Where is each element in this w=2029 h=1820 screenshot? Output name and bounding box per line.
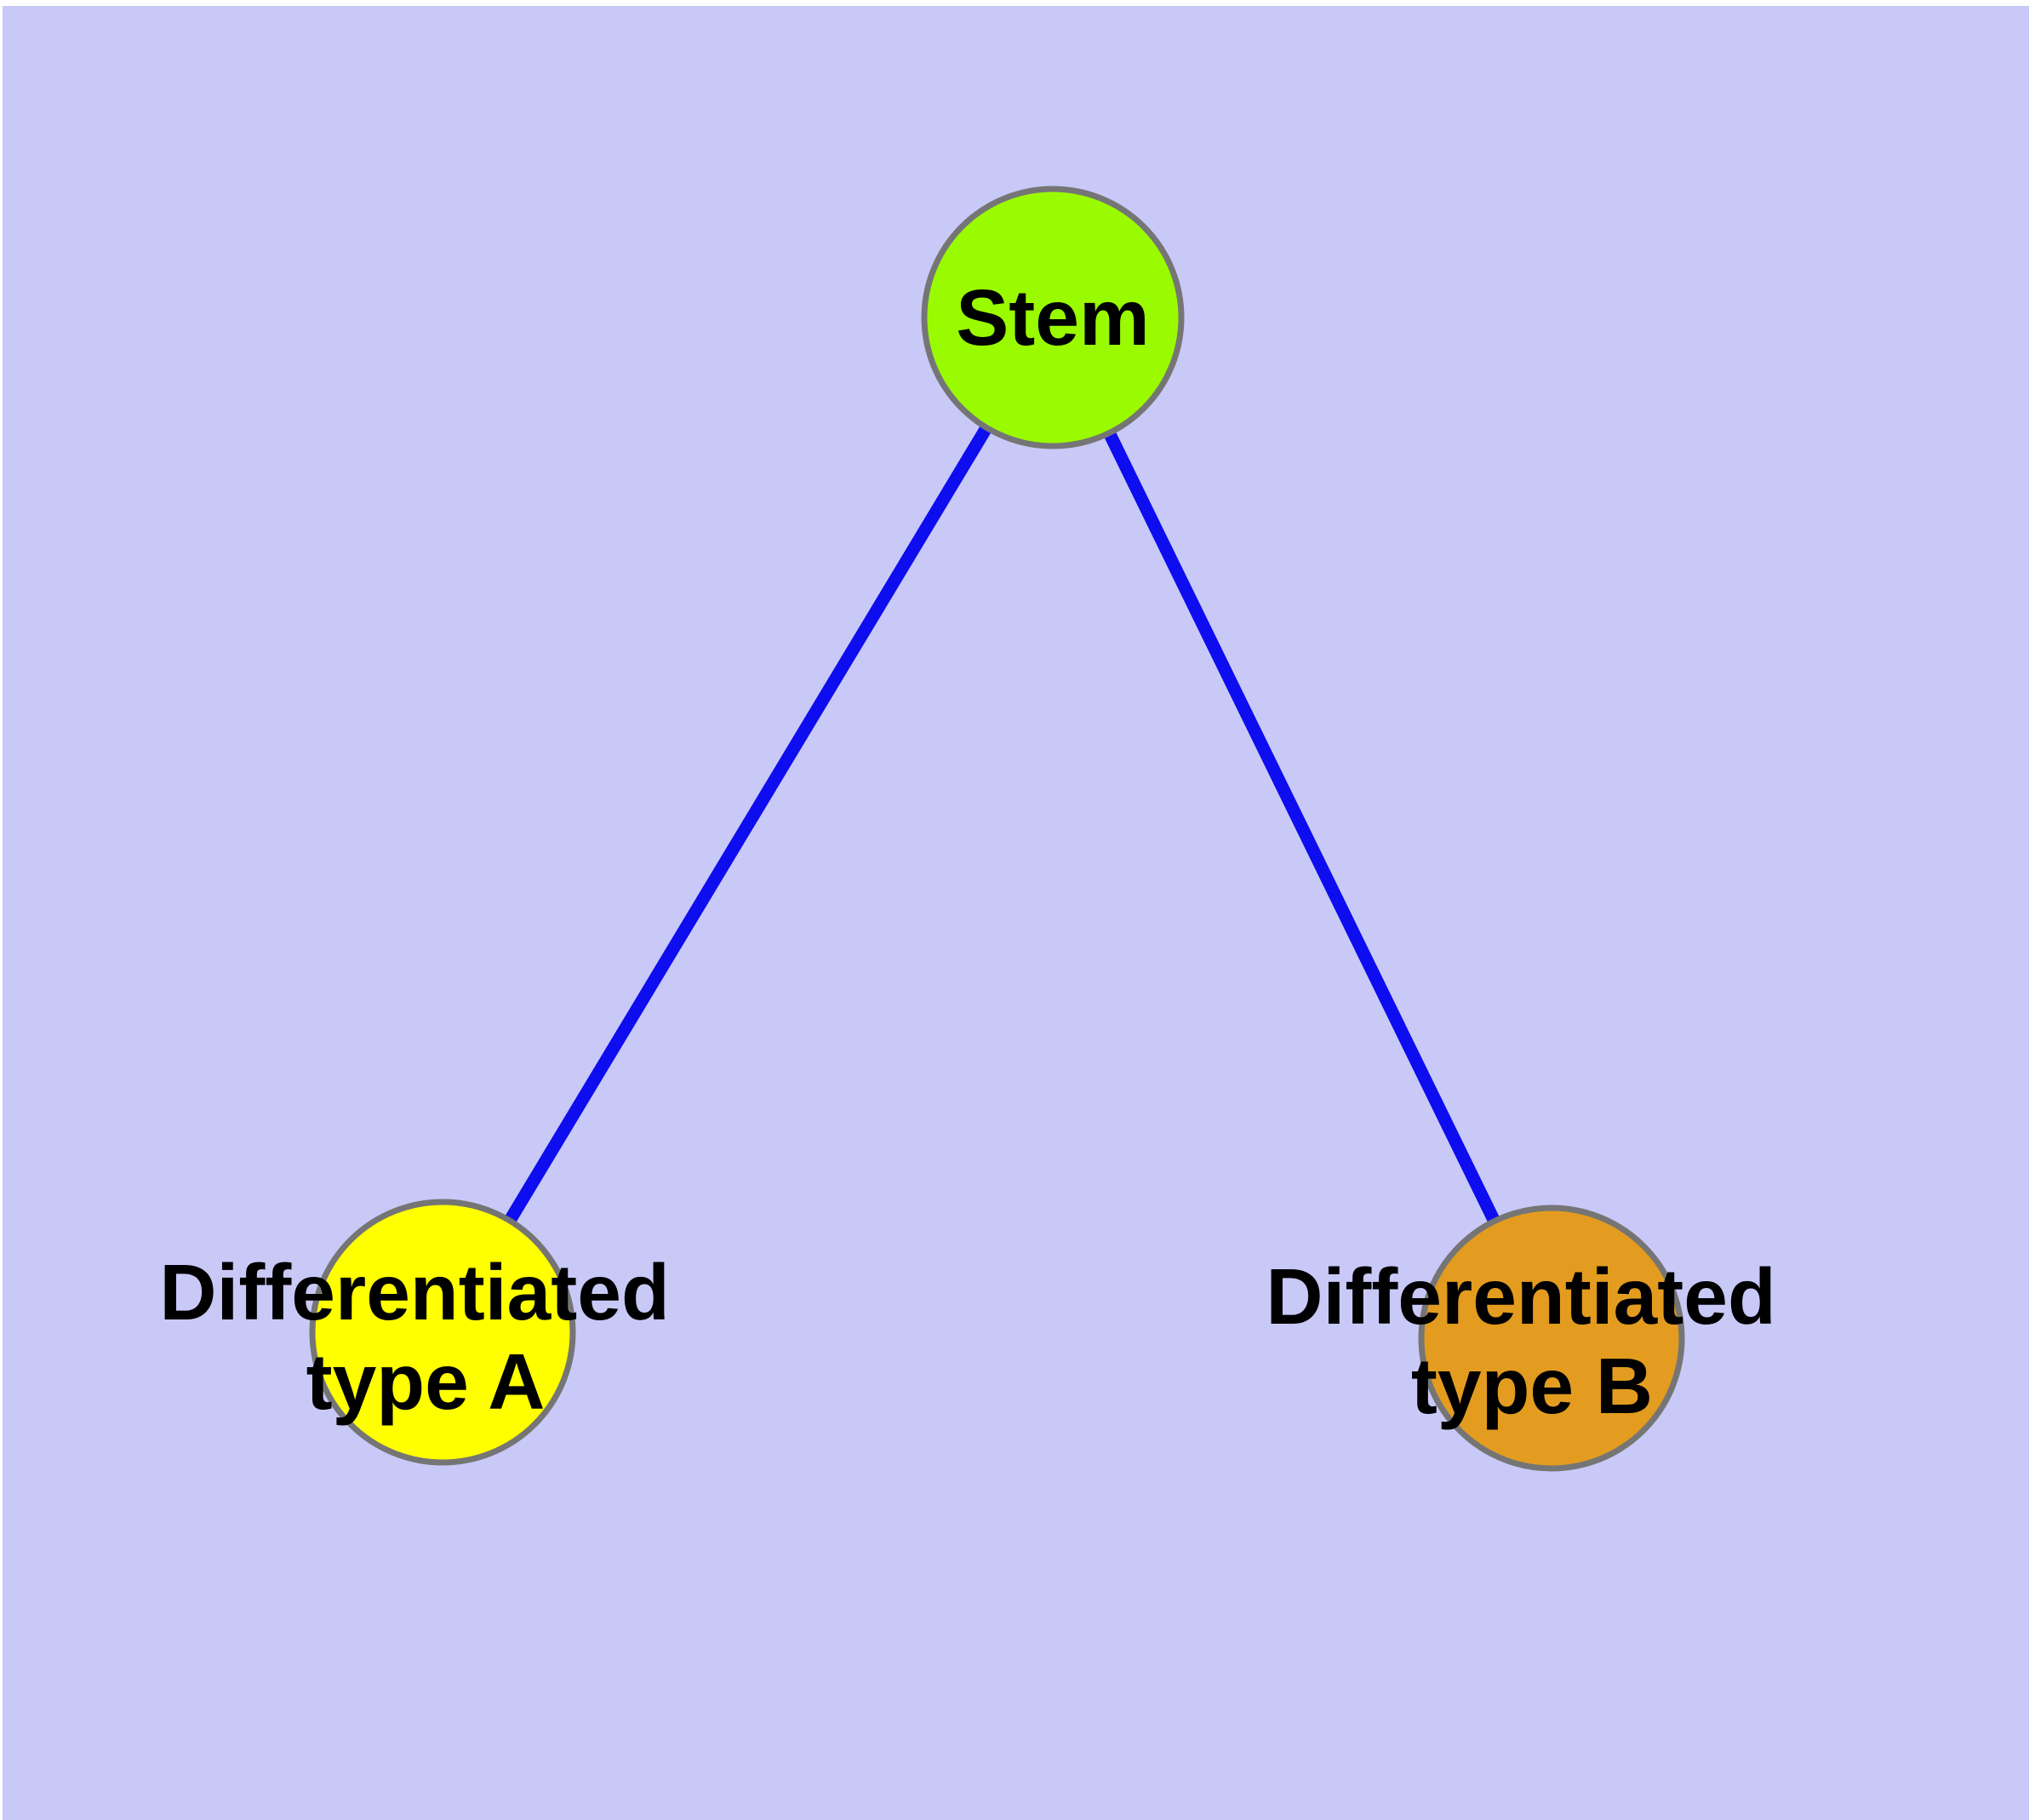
node-differentiated-type-a-circle <box>309 1199 576 1466</box>
node-stem-label: Stem <box>956 273 1149 362</box>
edge-stem-to-type-b <box>1047 314 1557 1342</box>
node-stem-circle <box>921 186 1185 449</box>
node-differentiated-type-a-label-line1: Differentiated <box>159 1248 669 1336</box>
edge-stem-to-type-a <box>437 314 1059 1336</box>
node-differentiated-type-b-label: Differentiated type B <box>1266 1252 1798 1430</box>
node-differentiated-type-b-circle <box>1418 1205 1685 1472</box>
node-differentiated-type-b-label-line1: Differentiated <box>1266 1252 1775 1341</box>
node-differentiated-type-a-label-line2: type A <box>306 1337 546 1426</box>
node-differentiated-type-a-label: Differentiated type A <box>159 1248 691 1426</box>
node-differentiated-type-b-label-line2: type B <box>1411 1342 1653 1430</box>
